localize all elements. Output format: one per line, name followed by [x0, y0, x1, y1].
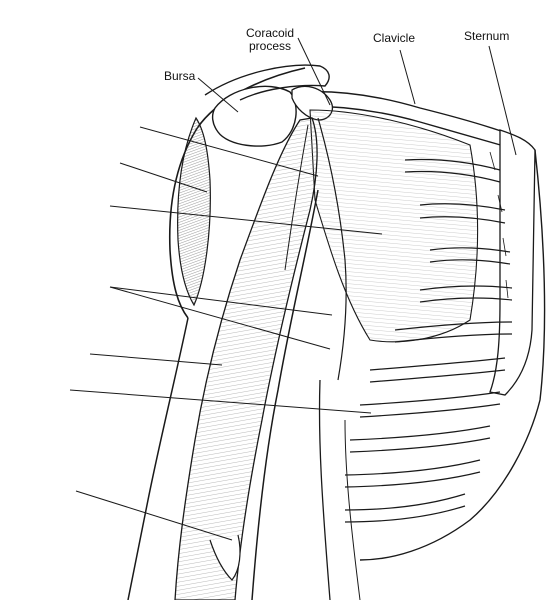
biceps-tendon — [209, 534, 241, 581]
biceps-muscle — [174, 117, 318, 600]
coracobrachialis — [317, 117, 347, 381]
acromion — [204, 64, 330, 101]
sternum-label: Sternum — [464, 29, 510, 43]
bursa-label: Bursa — [164, 69, 196, 83]
sternum-bone — [489, 129, 536, 396]
torso-side — [318, 379, 331, 600]
coracoid-process-label-line2: process — [248, 39, 292, 53]
humeral-head — [211, 85, 297, 147]
costal-cartilage — [489, 151, 509, 299]
clavicle-label: Clavicle — [373, 31, 416, 45]
arm-outer-edge — [127, 317, 189, 600]
bursa-shape — [177, 116, 211, 307]
chest-outline — [359, 149, 546, 561]
ribs — [344, 158, 513, 523]
torso-side-inner — [344, 419, 361, 600]
pectoralis-major — [309, 109, 479, 343]
short-head-line — [284, 124, 309, 271]
coracoid-process-label: Coracoid process — [236, 27, 304, 53]
coracoid-process-label-line1: Coracoid — [245, 26, 295, 40]
leader-lines — [69, 37, 517, 541]
arm-inner-edge — [251, 189, 319, 600]
